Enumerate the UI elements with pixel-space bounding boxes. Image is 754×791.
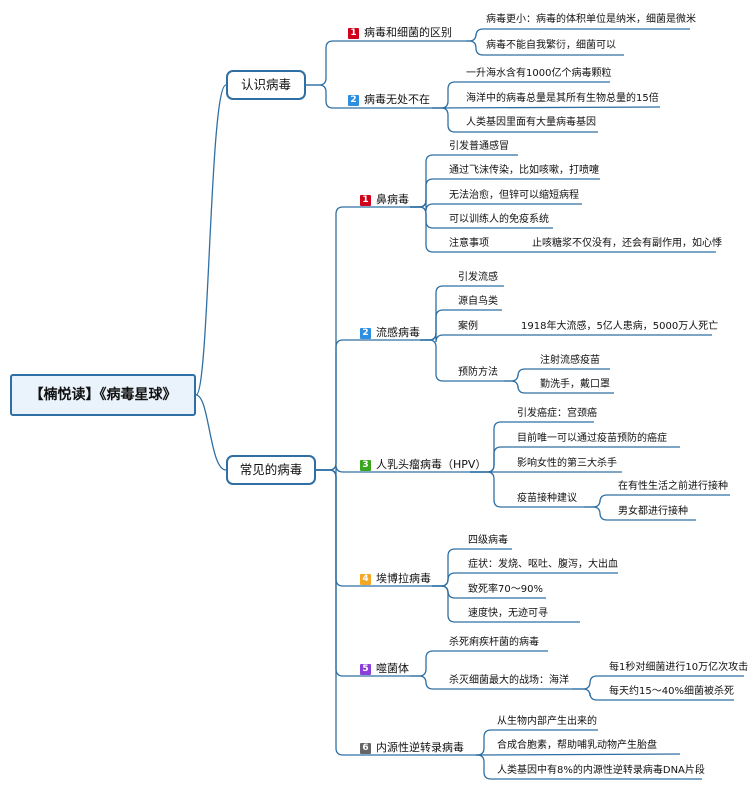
leaf[interactable]: 致死率70～90% [468, 584, 543, 595]
connector [306, 84, 432, 109]
leaf[interactable]: 无法治愈，但锌可以缩短病程 [449, 190, 579, 201]
leaf[interactable]: 案例 [458, 321, 478, 332]
topic-ebola[interactable]: 4 埃博拉病毒 [360, 573, 431, 585]
leaf[interactable]: 1918年大流感，5亿人患病，5000万人死亡 [521, 321, 719, 332]
number-badge: 4 [360, 573, 371, 585]
leaf[interactable]: 一升海水含有1000亿个病毒颗粒 [466, 68, 612, 79]
connector [572, 675, 744, 690]
leaf[interactable]: 引发流感 [458, 272, 498, 283]
connector [316, 469, 476, 756]
leaf[interactable]: 每天约15～40%细菌被杀死 [609, 686, 734, 697]
leaf[interactable]: 注意事项 [449, 238, 489, 249]
leaf[interactable]: 病毒不能自我繁衍，细菌可以 [486, 40, 616, 51]
connector [504, 380, 614, 394]
topic-label: 流感病毒 [376, 326, 420, 339]
leaf[interactable]: 影响女性的第三大杀手 [517, 458, 617, 469]
topic-phage[interactable]: 5 噬菌体 [360, 663, 409, 675]
connector [584, 506, 696, 521]
leaf[interactable]: 病毒更小：病毒的体积单位是纳米，细菌是微米 [486, 14, 696, 25]
number-badge: 5 [360, 663, 371, 675]
connector [431, 106, 661, 109]
connector [420, 332, 508, 343]
number-badge: 2 [348, 94, 359, 106]
connector [432, 585, 580, 623]
connector [410, 675, 572, 690]
topic-virus-vs-bacteria[interactable]: 1 病毒和细菌的区别 [348, 27, 452, 39]
number-badge: 6 [360, 742, 371, 754]
leaf[interactable]: 杀灭细菌最大的战场：海洋 [449, 675, 569, 686]
leaf[interactable]: 疫苗接种建议 [517, 493, 577, 504]
leaf[interactable]: 合成合胞素，帮助哺乳动物产生胎盘 [497, 740, 657, 751]
number-badge: 2 [360, 327, 371, 339]
number-badge: 1 [348, 27, 359, 39]
topic-label: 埃博拉病毒 [376, 572, 431, 585]
connector [316, 339, 420, 471]
connector [410, 206, 520, 253]
topic-label: 病毒和细菌的区别 [364, 26, 452, 39]
leaf[interactable]: 止咳糖浆不仅没有，还会有副作用，如心悸 [532, 238, 722, 249]
number-badge: 3 [360, 459, 371, 471]
connector [466, 28, 690, 42]
connector [476, 754, 702, 780]
leaf[interactable]: 预防方法 [458, 367, 498, 378]
connector [316, 469, 432, 587]
topic-label: 内源性逆转录病毒 [376, 741, 464, 754]
connector [432, 107, 598, 133]
connector [306, 40, 466, 86]
topic-influenza[interactable]: 2 流感病毒 [360, 327, 420, 339]
topic-label: 病毒无处不在 [364, 93, 430, 106]
leaf[interactable]: 在有性生活之前进行接种 [618, 481, 728, 492]
leaf[interactable]: 勤洗手，戴口罩 [540, 379, 610, 390]
connector [584, 494, 730, 508]
leaf[interactable]: 可以训练人的免疫系统 [449, 214, 549, 225]
leaf[interactable]: 男女都进行接种 [618, 506, 688, 517]
connector [410, 199, 582, 212]
topic-label: 噬菌体 [376, 662, 409, 675]
connector [420, 339, 504, 382]
root-topic[interactable]: 【楠悦读】《病毒星球》 [10, 374, 196, 416]
connector [432, 572, 618, 587]
leaf[interactable]: 每1秒对细菌进行10万亿次攻击 [609, 662, 749, 673]
branch-know-virus[interactable]: 认识病毒 [226, 70, 306, 100]
leaf[interactable]: 症状：发烧、呕吐、腹泻，大出血 [468, 559, 618, 570]
connector [466, 40, 624, 56]
topic-endogenous-retrovirus[interactable]: 6 内源性逆转录病毒 [360, 742, 464, 754]
connector [504, 368, 610, 382]
topic-rhinovirus[interactable]: 1 鼻病毒 [360, 194, 409, 206]
topic-hpv[interactable]: 3 人乳头瘤病毒（HPV） [360, 459, 486, 471]
connector [572, 688, 734, 701]
branch-common-virus[interactable]: 常见的病毒 [226, 455, 316, 485]
leaf[interactable]: 通过飞沫传染，比如咳嗽，打喷嚏 [449, 165, 599, 176]
leaf[interactable]: 源自鸟类 [458, 296, 498, 307]
leaf[interactable]: 速度快，无迹可寻 [468, 608, 548, 619]
leaf[interactable]: 海洋中的病毒总量是其所有生物总量的15倍 [466, 93, 659, 104]
leaf[interactable]: 人类基因里面有大量病毒基因 [466, 117, 596, 128]
leaf[interactable]: 目前唯一可以通过疫苗预防的癌症 [517, 433, 667, 444]
leaf[interactable]: 人类基因中有8%的内源性逆转录病毒DNA片段 [497, 765, 705, 776]
leaf[interactable]: 从生物内部产生出来的 [497, 716, 597, 727]
leaf[interactable]: 杀死痢疾杆菌的病毒 [449, 637, 539, 648]
connector [410, 650, 548, 677]
connector [470, 471, 584, 508]
leaf[interactable]: 四级病毒 [468, 535, 508, 546]
topic-virus-everywhere[interactable]: 2 病毒无处不在 [348, 94, 430, 106]
leaf[interactable]: 引发普通感冒 [449, 141, 509, 152]
leaf[interactable]: 引发癌症：宫颈癌 [517, 408, 597, 419]
topic-label: 鼻病毒 [376, 193, 409, 206]
connector [195, 394, 227, 471]
leaf[interactable]: 注射流感疫苗 [540, 355, 600, 366]
connector [195, 84, 227, 396]
topic-label: 人乳头瘤病毒（HPV） [376, 458, 487, 471]
number-badge: 1 [360, 194, 371, 206]
connector [475, 753, 681, 756]
